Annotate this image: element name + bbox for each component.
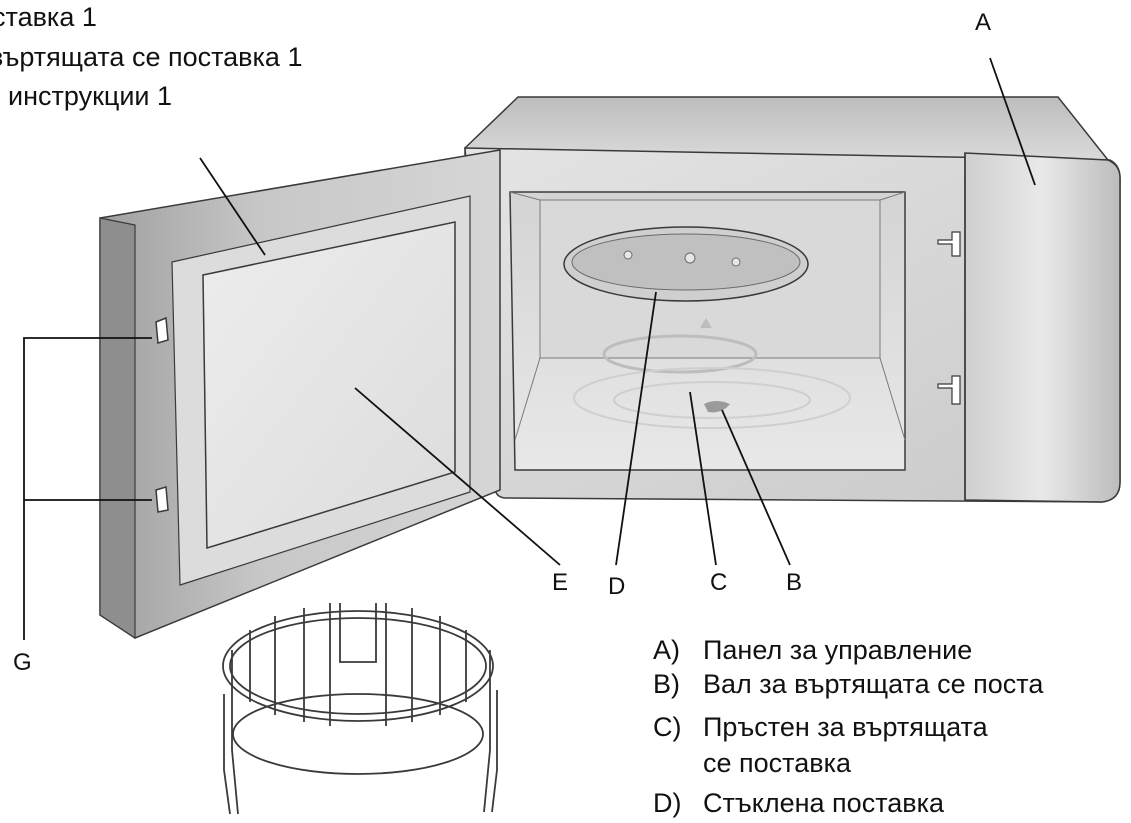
legend-text: Пръстен за въртящата xyxy=(703,712,988,742)
leader-b xyxy=(721,409,791,566)
label-c: C xyxy=(710,569,728,596)
legend-row-b: B) Вал за въртящата се поста xyxy=(653,667,1043,701)
roller-ring xyxy=(602,334,758,374)
door-side-edge xyxy=(99,217,136,640)
legend-row-c-cont: се поставка xyxy=(653,746,851,780)
latch-slot-lower xyxy=(937,375,961,405)
label-g: G xyxy=(13,649,32,676)
leader-c xyxy=(689,391,717,566)
door-hook-upper xyxy=(155,316,169,344)
leader-top-door xyxy=(199,157,266,256)
door-hook-lower xyxy=(155,486,169,513)
legend-key: B) xyxy=(653,669,680,699)
label-b: B xyxy=(786,569,803,596)
top-list-item-1: ставка 1 xyxy=(0,2,97,32)
label-e: E xyxy=(552,569,569,596)
label-d: D xyxy=(608,573,626,600)
legend-row-c: C) Пръстен за въртящата xyxy=(653,710,988,744)
door-window xyxy=(202,221,456,550)
legend-row-d: D) Стъклена поставка xyxy=(653,786,944,820)
legend-text: Стъклена поставка xyxy=(703,788,945,818)
wire-rack xyxy=(222,603,498,815)
legend-key: A) xyxy=(653,635,680,665)
top-list-item-2: въртящата се поставка 1 xyxy=(0,42,303,72)
top-list-item-3: с инструкции 1 xyxy=(0,81,173,111)
leader-e xyxy=(354,387,561,566)
legend-text: Вал за въртящата се поста xyxy=(703,669,1044,699)
legend-key: D) xyxy=(653,788,682,818)
control-panel xyxy=(964,152,1121,503)
legend-text: Панел за управление xyxy=(703,635,973,665)
turntable-shaft xyxy=(704,401,730,413)
legend-text: се поставка xyxy=(703,748,851,778)
leader-d xyxy=(615,291,657,566)
latch-slot-upper xyxy=(937,231,961,257)
legend-key: C) xyxy=(653,712,682,742)
label-a: A xyxy=(975,9,992,36)
leader-g xyxy=(23,337,152,640)
legend-row-a: A) Панел за управление xyxy=(653,633,972,667)
leader-lines xyxy=(23,57,1036,640)
leader-a xyxy=(989,57,1036,186)
